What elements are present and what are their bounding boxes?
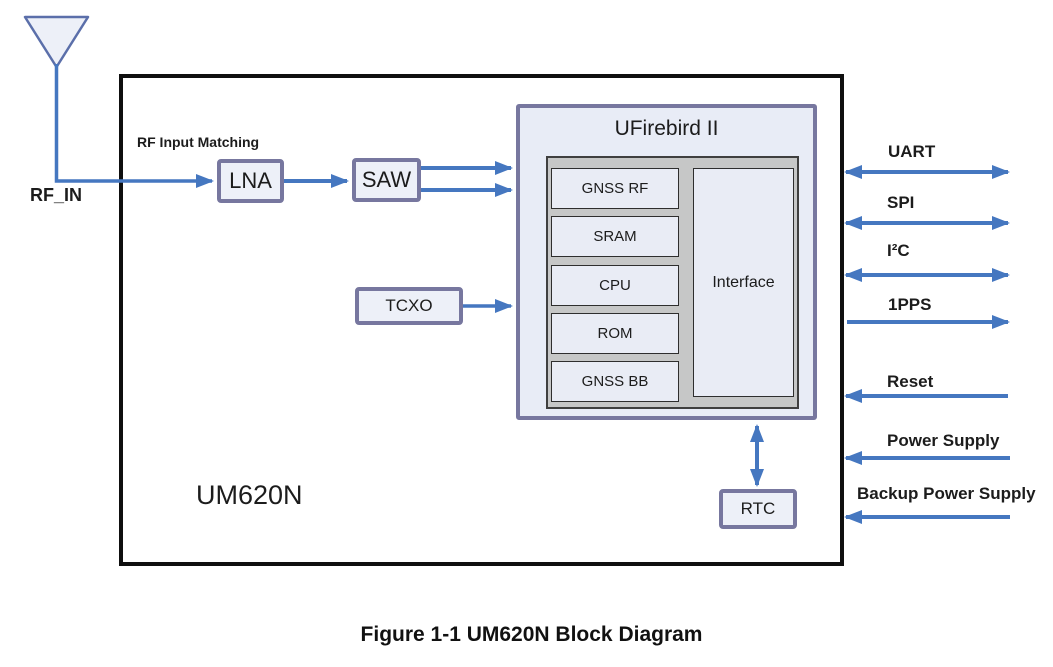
port-label-spi: SPI (887, 193, 915, 212)
lna-label: LNA (229, 168, 272, 193)
port-label-reset: Reset (887, 372, 934, 391)
saw-label: SAW (361, 167, 412, 192)
core-block-gnss-rf: GNSS RF (551, 168, 679, 209)
port-label-backup-power-supply: Backup Power Supply (857, 484, 1036, 503)
rtc-block: RTC (719, 489, 797, 529)
core-block-cpu: CPU (551, 265, 679, 306)
port-label-power-supply: Power Supply (887, 431, 1000, 450)
chip-ufirebird-block: UFirebird II GNSS RF SRAM CPU ROM GNSS B… (516, 104, 817, 420)
antenna-icon (23, 15, 90, 69)
rf-input-matching-label: RF Input Matching (137, 134, 260, 150)
core-block-rom: ROM (551, 313, 679, 354)
saw-block: SAW (352, 158, 421, 202)
figure-caption: Figure 1-1 UM620N Block Diagram (360, 623, 703, 646)
core-block-gnss-bb: GNSS BB (551, 361, 679, 402)
rtc-label: RTC (740, 499, 776, 518)
interface-block: Interface (693, 168, 794, 397)
port-label-i2c: I²C (887, 241, 910, 260)
core-block-sram: SRAM (551, 216, 679, 257)
core-block-cpu-label: CPU (599, 277, 631, 294)
lna-block: LNA (217, 159, 284, 203)
port-label-uart: UART (888, 142, 936, 161)
chip-core-area: GNSS RF SRAM CPU ROM GNSS BB Interface (546, 156, 799, 409)
port-label-1pps: 1PPS (888, 295, 932, 314)
tcxo-block: TCXO (355, 287, 463, 325)
rf-in-label: RF_IN (30, 185, 83, 205)
chip-title: UFirebird II (614, 117, 719, 140)
tcxo-label: TCXO (385, 296, 433, 315)
core-block-rom-label: ROM (597, 325, 633, 342)
core-block-gnss-rf-label: GNSS RF (581, 180, 649, 197)
core-block-sram-label: SRAM (593, 228, 637, 245)
module-label: UM620N (196, 480, 303, 510)
core-block-gnss-bb-label: GNSS BB (581, 373, 649, 390)
interface-label: Interface (712, 273, 775, 291)
